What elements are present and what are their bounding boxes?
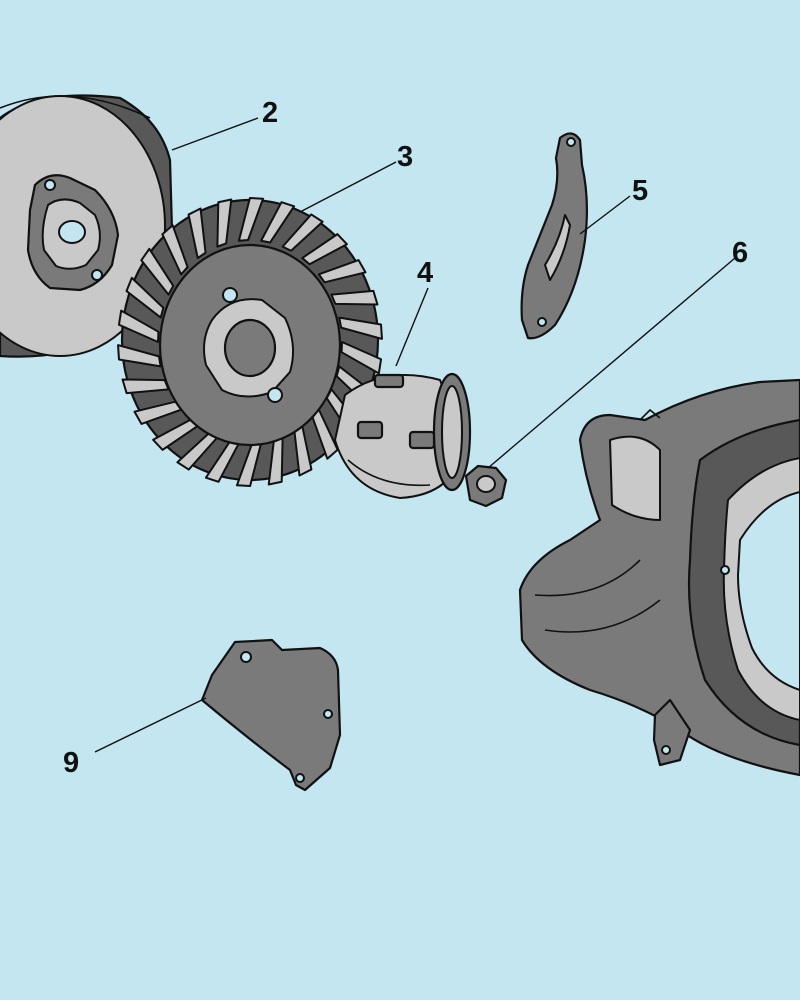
leader-5 [579,195,631,235]
callout-2: 2 [262,97,278,129]
flywheel-plate [0,94,174,358]
fan-blade [161,224,189,276]
fan-housing [518,378,800,777]
cooling-fan [117,197,383,487]
mounting-plate [200,638,342,792]
callout-9: 9 [63,747,79,779]
leader-9 [94,697,207,753]
callout-3: 3 [397,141,413,173]
starter-cup [334,372,472,499]
curved-bracket [520,132,588,340]
leader-2 [171,117,259,151]
fan-blade [330,289,379,306]
leader-3 [299,161,397,213]
fan-blade [117,309,160,343]
fan-blade [125,276,165,319]
fan-blade [237,197,265,242]
leader-6 [487,257,736,469]
flange-nut [464,464,508,508]
fan-blade [117,344,162,368]
callout-4: 4 [417,257,433,289]
leader-4 [395,287,429,367]
fan-blade [187,207,207,260]
callouts: 2 3 4 5 6 9 [63,97,748,779]
callout-5: 5 [632,175,648,207]
fan-blade [216,198,233,248]
fan-blade [338,316,383,340]
fan-blade [340,341,383,375]
fan-blade [281,213,324,252]
fan-blade [140,247,175,296]
fan-blade [301,233,348,266]
leader-lines [94,117,736,753]
fan-blade [260,201,296,244]
callout-6: 6 [732,237,748,269]
fan-blade [317,259,367,284]
